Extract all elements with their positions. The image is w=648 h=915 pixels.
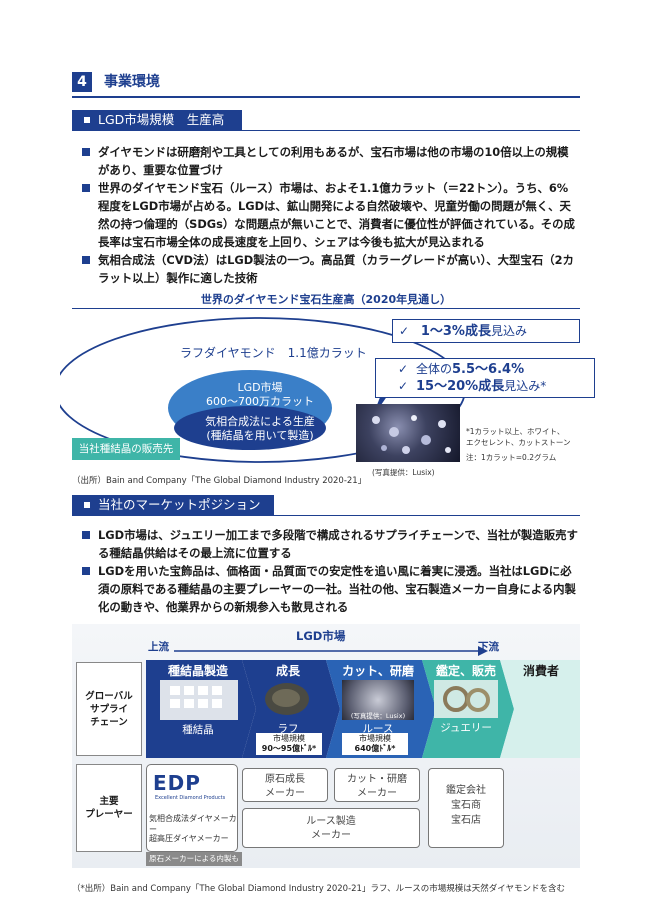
lgd-header: LGD市場規模 生産高 (72, 110, 242, 131)
section-header: 4 事業環境 (72, 72, 580, 98)
cvd-ellipse (174, 406, 326, 450)
stage-consumer-chevron (500, 660, 580, 758)
seed-crystal-grid (170, 686, 222, 708)
edp-player-card: EDP Excellent Diamond Products 気相合成法ダイヤメ… (146, 764, 238, 852)
stage-item: ラフ (277, 723, 299, 735)
check-icon: ✓ (399, 324, 410, 338)
seed-crystal-image (160, 680, 238, 720)
check-icon: ✓ (398, 362, 409, 376)
market-size-box: 市場規模 640億ﾄﾞﾙ* (342, 733, 408, 755)
lgd-bullet: ダイヤモンドは研磨剤や工具としての利用もあるが、宝石市場は他の市場の10倍以上の… (80, 143, 578, 179)
appraisal-retail: 鑑定会社 宝石商 宝石店 (428, 768, 504, 848)
lgd-bullet: 気相合成法（CVD法）はLGD製法の一つ。高品質（カラーグレードが高い）、大型宝… (80, 251, 578, 287)
supply-chain-row-label: グローバル サプライ チェーン (76, 662, 142, 756)
stage-title: 成長 (275, 664, 300, 678)
diamonds-photo (356, 404, 460, 462)
upstream-label: 上流 (148, 641, 169, 653)
source-note: （*出所）Bain and Company「The Global Diamond… (72, 884, 565, 894)
market-header: 当社のマーケットポジション (72, 495, 274, 516)
growth-box-2: ✓全体の5.5〜6.4% ✓15〜20%成長見込み* (375, 358, 595, 398)
section-title: 事業環境 (104, 74, 160, 90)
stage-title: 種結晶製造 (167, 664, 228, 678)
flow-arrow (174, 646, 488, 656)
edp-tagline: Excellent Diamond Products (155, 795, 226, 801)
stage-item: ジュエリー (440, 722, 492, 734)
growth-box-1: ✓ 1〜3%成長見込み (392, 319, 580, 343)
inhouse-note: 原石メーカーによる内製も (146, 852, 242, 866)
rough-diamond-label: ラフダイヤモンド 1.1億カラット (180, 346, 367, 360)
lgd-header-block: LGD市場規模 生産高 (72, 110, 580, 131)
photo-credit: (写真提供：Lusix) (372, 468, 435, 477)
players-row-label: 主要 プレーヤー (76, 764, 142, 852)
seed-sales-badge: 当社種結晶の販売先 (72, 438, 180, 460)
lgd-market-label: LGD市場 600〜700万カラット (206, 381, 314, 408)
lgd-bullet: 世界のダイヤモンド宝石（ルース）市場は、およそ1.1億カラット（＝22トン）。う… (80, 179, 578, 251)
diamond-sparkles (372, 415, 451, 454)
divider (72, 308, 580, 309)
market-bullet: LGDを用いた宝飾品は、価格面・品質面での安定性を追い風に着実に浸透。当社はLG… (80, 562, 578, 616)
cut-maker: カット・研磨 メーカー (334, 768, 420, 802)
market-bullets: LGD市場は、ジュエリー加工まで多段階で構成されるサプライチェーンで、当社が製造… (80, 526, 578, 616)
lgd-bullets: ダイヤモンドは研磨剤や工具としての利用もあるが、宝石市場は他の市場の10倍以上の… (80, 143, 578, 287)
stage-item: ルース (362, 723, 394, 735)
section-number: 4 (72, 72, 92, 92)
cvd-label: 気相合成法による生産 (種結晶を用いて製造) (205, 415, 315, 442)
market-header-block: 当社のマーケットポジション (72, 495, 580, 516)
rough-maker: 原石成長 メーカー (242, 768, 328, 802)
photo-credit: (写真提供：Lusix) (350, 712, 406, 720)
loose-maker: ルース製造 メーカー (242, 808, 420, 848)
diagram-footnote: *1カラット以上、ホワイト、 エクセレント、カットストーン 注：1カラット=0.… (466, 427, 571, 462)
edp-logo: EDP (153, 771, 201, 795)
market-size-box: 市場規模 90〜95億ﾄﾞﾙ* (256, 733, 322, 755)
jewelry-image (434, 680, 498, 718)
diagram-title: 世界のダイヤモンド宝石生産高（2020年見通し） (200, 293, 452, 306)
source-note: （出所）Bain and Company「The Global Diamond … (72, 476, 367, 486)
stage-title: 鑑定、販売 (435, 664, 496, 678)
stage-item: 種結晶 (182, 724, 214, 736)
stage-title: 消費者 (522, 664, 559, 678)
loose-diamond-image (342, 680, 414, 720)
check-icon: ✓ (398, 379, 409, 393)
rough-diamond-image (262, 680, 312, 718)
market-bullet: LGD市場は、ジュエリー加工まで多段階で構成されるサプライチェーンで、当社が製造… (80, 526, 578, 562)
lgd-market-title: LGD市場 (296, 629, 346, 643)
stage-title: カット、研磨 (342, 664, 414, 678)
